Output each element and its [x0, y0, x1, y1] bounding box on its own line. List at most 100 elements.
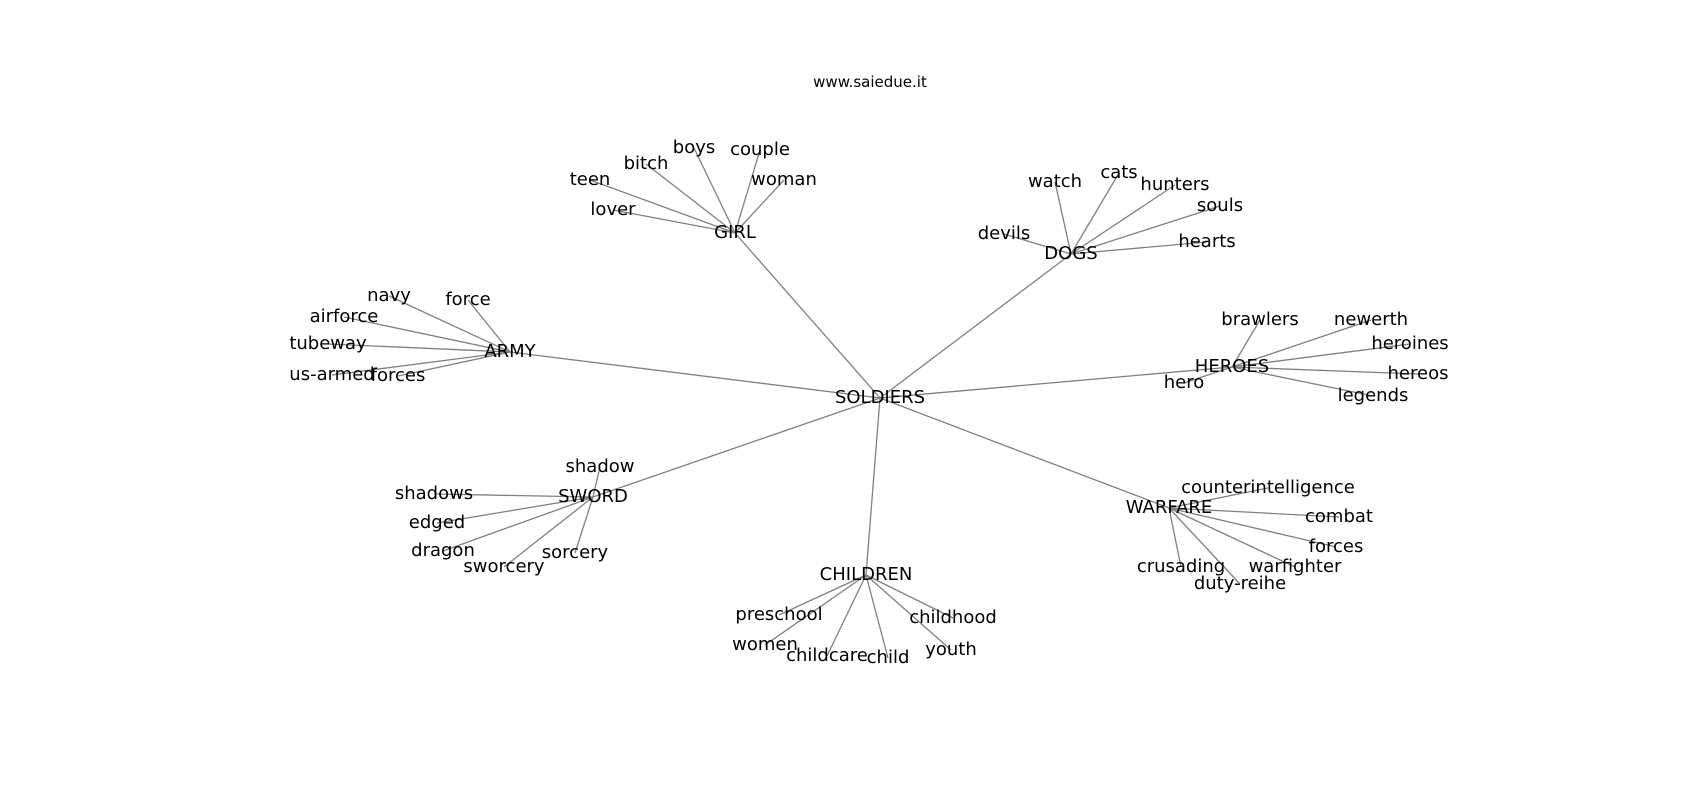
edge-warfare-leaf: [1168, 507, 1337, 548]
leaf-node: forces: [370, 365, 426, 386]
leaf-node: sworcery: [463, 556, 545, 577]
edge-heroes-leaf: [1231, 319, 1372, 368]
edge-root-dogs: [879, 253, 1072, 399]
leaf-node: preschool: [735, 604, 823, 625]
edge-girl-leaf: [693, 147, 736, 234]
leaf-node: youth: [925, 639, 977, 660]
leaf-node: hearts: [1178, 231, 1236, 252]
edge-heroes-leaf: [1231, 319, 1261, 368]
edge-dogs-leaf: [1070, 172, 1120, 255]
edge-warfare-leaf: [1168, 507, 1296, 568]
leaf-node: shadow: [565, 456, 635, 477]
root-node-label: SOLDIERS: [834, 387, 926, 408]
leaf-node: navy: [367, 285, 411, 306]
edge-children-leaf: [865, 574, 952, 651]
edge-dogs-leaf: [1070, 205, 1221, 255]
edge-army-leaf: [327, 343, 511, 353]
leaf-node: woman: [751, 169, 817, 190]
edge-army-leaf: [388, 295, 511, 353]
leaf-node: cats: [1100, 162, 1138, 183]
edge-heroes-leaf: [1231, 366, 1374, 397]
leaf-node: dragon: [411, 540, 475, 561]
edge-children-leaf: [778, 574, 867, 616]
leaf-node: childcare: [786, 645, 868, 666]
edge-dogs-leaf: [1070, 184, 1176, 255]
edge-root-girl: [734, 232, 881, 399]
leaf-node: watch: [1027, 171, 1083, 192]
leaf-node: devils: [977, 223, 1031, 244]
edge-sword-leaf: [592, 466, 601, 498]
edge-root-sword: [592, 397, 881, 498]
edge-root-heroes: [879, 366, 1233, 399]
leaf-node: combat: [1305, 506, 1373, 527]
hub-node-army: ARMY: [484, 341, 536, 362]
leaf-node: forces: [1308, 536, 1364, 557]
edge-girl-leaf: [589, 179, 736, 234]
edge-sword-leaf: [503, 496, 594, 568]
leaf-node: childhood: [909, 607, 997, 628]
edge-dogs-leaf: [1054, 181, 1072, 255]
leaf-node: force: [445, 289, 491, 310]
hub-node-sword: SWORD: [558, 486, 628, 507]
edge-root-warfare: [879, 397, 1170, 509]
edge-sword-leaf: [442, 496, 594, 552]
edge-warfare-leaf: [1168, 487, 1269, 509]
leaf-node: tubeway: [289, 333, 367, 354]
edge-army-leaf: [343, 316, 511, 353]
hub-node-girl: GIRL: [714, 222, 756, 243]
leaf-node: edged: [408, 512, 466, 533]
edge-children-leaf: [865, 574, 889, 659]
leaf-node: sorcery: [541, 542, 609, 563]
leaf-node: women: [732, 634, 798, 655]
leaf-node: souls: [1196, 195, 1244, 216]
hub-node-dogs: DOGS: [1044, 243, 1098, 264]
leaf-node: hereos: [1387, 363, 1449, 384]
edge-children-leaf: [764, 574, 867, 646]
leaf-node: bitch: [623, 153, 669, 174]
edge-warfare-leaf: [1168, 507, 1340, 518]
edge-army-leaf: [467, 299, 511, 353]
leaf-node: us-armed: [289, 364, 375, 385]
site-title: www.saiedue.it: [813, 73, 927, 91]
leaf-node: counterintelligence: [1181, 477, 1355, 498]
leaf-node: hero: [1163, 372, 1205, 393]
edge-army-leaf: [397, 351, 511, 377]
edge-sword-leaf: [433, 493, 594, 498]
leaf-node: airforce: [309, 306, 379, 327]
leaf-node: legends: [1337, 385, 1409, 406]
edge-warfare-leaf: [1168, 507, 1182, 568]
leaf-node: brawlers: [1221, 309, 1299, 330]
edge-sword-leaf: [574, 496, 594, 554]
edge-girl-leaf: [734, 179, 785, 234]
edge-dogs-leaf: [1003, 233, 1072, 255]
leaf-node: hunters: [1140, 174, 1210, 195]
edge-girl-leaf: [645, 163, 736, 234]
edge-heroes-leaf: [1231, 366, 1419, 375]
hub-node-children: CHILDREN: [819, 564, 913, 585]
edge-army-leaf: [331, 351, 511, 376]
hub-node-heroes: HEROES: [1194, 356, 1270, 377]
leaf-node: crusading: [1136, 556, 1226, 577]
edge-girl-leaf: [734, 149, 761, 234]
edge-heroes-leaf: [1183, 366, 1233, 384]
leaf-node: child: [866, 647, 910, 668]
leaf-node: teen: [569, 169, 611, 190]
leaf-node: shadows: [394, 483, 474, 504]
edge-root-children: [865, 397, 881, 576]
leaf-node: warfighter: [1248, 556, 1342, 577]
edge-root-army: [509, 351, 881, 399]
leaf-node: newerth: [1333, 309, 1409, 330]
edge-children-leaf: [826, 574, 867, 657]
edge-dogs-leaf: [1070, 241, 1208, 255]
edge-warfare-leaf: [1168, 507, 1241, 585]
edge-children-leaf: [865, 574, 954, 619]
leaf-node: heroines: [1371, 333, 1449, 354]
leaf-node: couple: [730, 139, 790, 160]
leaf-node: boys: [672, 137, 716, 158]
leaf-node: lover: [590, 199, 636, 220]
edge-girl-leaf: [612, 209, 736, 234]
edge-sword-leaf: [436, 496, 594, 524]
leaf-node: duty-reihe: [1193, 573, 1287, 594]
